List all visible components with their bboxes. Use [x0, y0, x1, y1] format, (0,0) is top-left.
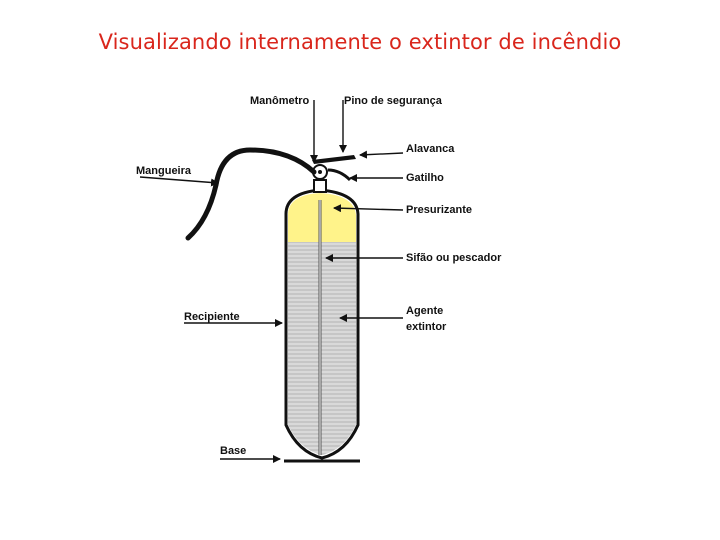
callout-arrows — [139, 100, 404, 463]
label-presurizante: Presurizante — [406, 204, 472, 216]
extinguishing-agent-region — [288, 242, 356, 455]
cylinder — [284, 188, 360, 463]
trigger — [327, 168, 352, 182]
label-mangueira: Mangueira — [136, 165, 192, 177]
label-gatilho: Gatilho — [406, 172, 444, 184]
label-agente-line1: Agente — [406, 305, 443, 317]
arrow-presurizante — [333, 204, 404, 213]
valve-assembly — [312, 155, 356, 193]
label-alavanca: Alavanca — [406, 143, 455, 155]
label-recipiente: Recipiente — [184, 311, 240, 323]
arrow-alavanca — [359, 150, 404, 159]
pressurizing-gas-region — [288, 193, 356, 242]
label-manometro: Manômetro — [250, 95, 310, 107]
label-agente-line2: extintor — [406, 321, 447, 333]
label-sifao: Sifão ou pescador — [406, 252, 502, 264]
page-title: Visualizando internamente o extintor de … — [98, 30, 622, 54]
hose — [185, 147, 317, 241]
cylinder-outline — [284, 188, 360, 460]
label-base: Base — [220, 445, 246, 457]
label-pino: Pino de segurança — [344, 95, 443, 107]
arrow-mangueira — [139, 176, 219, 187]
lever — [312, 155, 356, 164]
